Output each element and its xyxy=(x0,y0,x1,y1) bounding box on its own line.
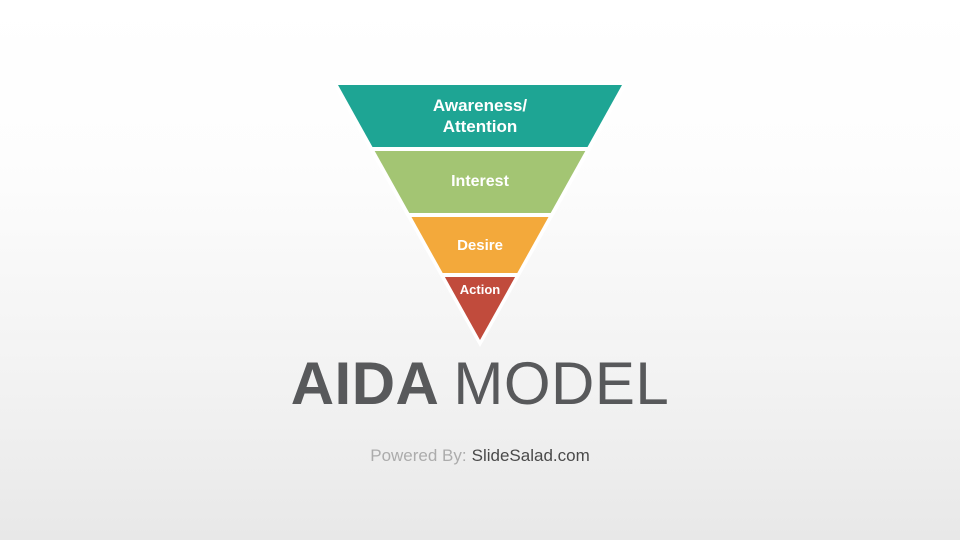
funnel-layer-awareness xyxy=(338,85,622,147)
funnel-layer-desire xyxy=(411,217,549,273)
powered-by-label: Powered By: xyxy=(370,446,467,465)
funnel-layer-interest xyxy=(374,151,586,213)
funnel-layer-action xyxy=(444,277,516,340)
funnel-outline-shape xyxy=(331,81,629,347)
funnel-label-awareness-line1: Awareness/ xyxy=(433,96,527,115)
funnel-label-action: Action xyxy=(460,282,501,297)
brand-name: SlideSalad.com xyxy=(471,446,590,465)
funnel-label-interest: Interest xyxy=(451,173,509,190)
title-word-aida: AIDA xyxy=(290,350,440,417)
powered-by-line: Powered By:SlideSalad.com xyxy=(0,446,960,466)
title-word-model: MODEL xyxy=(453,350,670,417)
funnel-label-desire: Desire xyxy=(457,237,503,254)
funnel-label-awareness-line2: Attention xyxy=(443,117,518,136)
